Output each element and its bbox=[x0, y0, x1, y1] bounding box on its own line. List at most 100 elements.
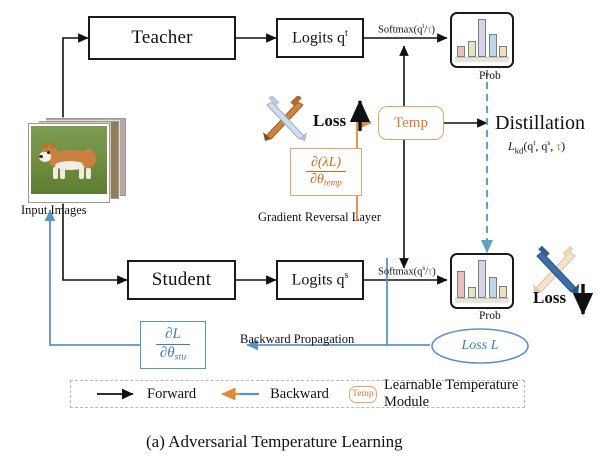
chart-bar bbox=[457, 270, 465, 298]
student-chart-bars bbox=[457, 260, 507, 298]
legend-forward-arrow-icon bbox=[97, 388, 134, 400]
corgi-leg-front2 bbox=[60, 168, 65, 179]
stu-grad-den-sub: stu bbox=[174, 351, 187, 363]
corgi-photo bbox=[31, 126, 107, 194]
corgi-figure bbox=[37, 140, 101, 184]
sword-silver bbox=[266, 94, 307, 141]
corgi-rear bbox=[81, 149, 96, 168]
distillation-formula: Lkd(qt, qs, τ) bbox=[508, 138, 565, 155]
chart-bar bbox=[478, 19, 486, 57]
corgi-nose bbox=[39, 155, 43, 158]
temp-module-label: Temp bbox=[394, 114, 428, 131]
softmax-teacher-label: Softmax(qt/τ) bbox=[378, 22, 435, 36]
student-gradient-fraction: ∂L ∂θstu bbox=[155, 326, 191, 363]
distillation-title: Distillation bbox=[495, 112, 585, 134]
student-prob-chart bbox=[450, 253, 514, 309]
loss-node-ellipse: Loss L bbox=[430, 327, 530, 365]
student-label: Student bbox=[151, 269, 212, 290]
input-images-label: Input Images bbox=[21, 203, 87, 217]
temp-grad-den-sub: temp bbox=[323, 177, 342, 188]
corgi-belly bbox=[55, 161, 85, 170]
softmax-teacher-sup: t bbox=[422, 22, 425, 30]
corgi-ear-left bbox=[42, 140, 48, 148]
gradient-reversal-layer-label: Gradient Reversal Layer bbox=[258, 210, 381, 224]
distillation-formula-tau: τ bbox=[556, 139, 562, 153]
swords-icon-top bbox=[258, 94, 312, 142]
distillation-formula-sup-t: t bbox=[533, 138, 536, 147]
teacher-label: Teacher bbox=[131, 27, 193, 48]
distillation-formula-args-a: (q bbox=[523, 139, 534, 153]
distillation-formula-sup-s: s bbox=[547, 138, 551, 147]
stu-grad-den-main: ∂θ bbox=[159, 344, 175, 361]
logits-teacher-superscript: t bbox=[345, 28, 348, 40]
softmax-teacher-end: ) bbox=[431, 24, 435, 36]
teacher-prob-chart bbox=[450, 12, 514, 68]
logits-teacher-text: Logits q bbox=[292, 29, 346, 47]
temp-module-block[interactable]: Temp bbox=[378, 106, 444, 140]
softmax-student-tau: τ bbox=[427, 266, 433, 278]
legend-item-temp-module: Temp Learnable Temperature Module bbox=[348, 377, 524, 411]
legend-forward-label: Forward bbox=[147, 385, 197, 402]
temp-gradient-box: ∂(λL) ∂θtemp bbox=[290, 148, 362, 196]
student-prob-label: Prob bbox=[479, 310, 501, 322]
corgi-leg-rear bbox=[79, 167, 84, 179]
chart-bar bbox=[467, 41, 476, 57]
teacher-block[interactable]: Teacher bbox=[88, 16, 236, 60]
teacher-prob-label: Prob bbox=[479, 70, 501, 82]
softmax-teacher-slash: / bbox=[424, 24, 428, 36]
logits-student-label: Logits qs bbox=[292, 270, 349, 289]
distillation-formula-kd: kd bbox=[514, 145, 524, 156]
chart-bar bbox=[467, 287, 476, 298]
logits-student-text: Logits q bbox=[291, 271, 345, 289]
softmax-student-sup: s bbox=[422, 264, 426, 272]
temp-gradient-denominator: ∂θtemp bbox=[306, 171, 346, 188]
softmax-student-slash: / bbox=[425, 266, 428, 278]
corgi-eye bbox=[47, 151, 50, 154]
blue-backward-path bbox=[44, 209, 430, 351]
input-images-stack bbox=[20, 118, 126, 203]
chart-bar bbox=[488, 34, 497, 57]
legend-backward-label: Backward bbox=[270, 385, 329, 402]
distillation-formula-args-b: , q bbox=[535, 139, 548, 153]
chart-bar bbox=[499, 285, 507, 298]
legend-item-backward: Backward bbox=[218, 386, 329, 403]
student-gradient-numerator: ∂L bbox=[165, 326, 181, 343]
student-block[interactable]: Student bbox=[127, 260, 236, 300]
softmax-student-label: Softmax(qs/τ) bbox=[378, 264, 436, 278]
logits-student-block[interactable]: Logits qs bbox=[276, 260, 364, 300]
chart-bar bbox=[488, 277, 497, 298]
student-gradient-denominator: ∂θstu bbox=[155, 343, 191, 363]
chart-bar bbox=[499, 46, 507, 57]
figure-caption: (a) Adversarial Temperature Learning bbox=[146, 432, 403, 451]
distillation-formula-args-d: ) bbox=[561, 139, 566, 153]
teacher-chart-bars bbox=[457, 19, 507, 57]
softmax-teacher-tau: τ bbox=[427, 24, 432, 36]
legend-temp-chip: Temp bbox=[348, 385, 377, 403]
legend-temp-module-label: Learnable Temperature Module bbox=[383, 377, 519, 410]
corgi-ear-right bbox=[50, 140, 56, 148]
swords-icon-bottom bbox=[528, 245, 584, 296]
logits-student-superscript: s bbox=[344, 270, 349, 282]
chart-bar bbox=[457, 45, 465, 57]
softmax-student-end: ) bbox=[432, 266, 436, 278]
sword-blue bbox=[536, 245, 579, 294]
teacher-chart-baseline bbox=[455, 57, 509, 62]
input-image-card-front bbox=[28, 123, 110, 203]
temp-grad-den-main: ∂θ bbox=[310, 172, 324, 188]
corgi-leg-rear2 bbox=[86, 168, 91, 179]
softmax-teacher-prefix: Softmax(q bbox=[378, 24, 423, 36]
chart-bar bbox=[478, 260, 486, 298]
softmax-student-prefix: Softmax(q bbox=[378, 266, 423, 278]
legend-item-forward: Forward bbox=[95, 386, 196, 403]
distillation-formula-L: L bbox=[508, 139, 515, 153]
legend-panel: Forward Backward Temp Learnable Temperat… bbox=[70, 377, 525, 411]
logits-teacher-block[interactable]: Logits qt bbox=[276, 18, 364, 58]
temp-gradient-numerator: ∂(λL) bbox=[310, 154, 342, 170]
student-gradient-box: ∂L ∂θstu bbox=[140, 321, 206, 369]
corgi-muzzle bbox=[39, 152, 51, 162]
loss-up-label: Loss bbox=[313, 111, 347, 130]
temp-gradient-fraction: ∂(λL) ∂θtemp bbox=[306, 154, 346, 189]
corgi-leg-front bbox=[53, 167, 58, 179]
